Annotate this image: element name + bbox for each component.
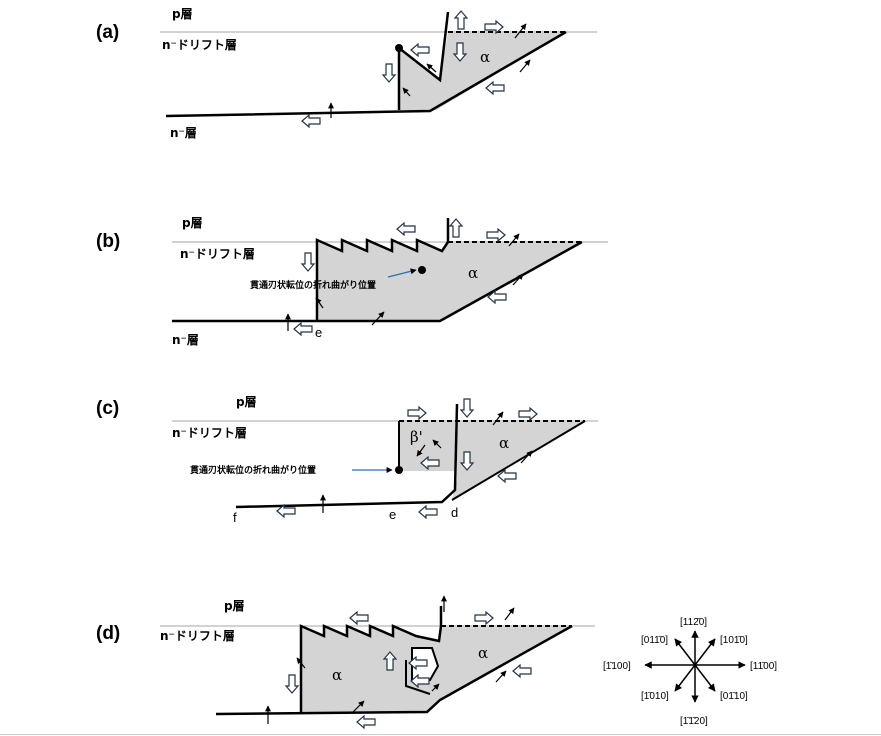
panel-c-region-beta: β': [410, 428, 423, 446]
panel-b-annotation: 貫通刃状転位の折れ曲がり位置: [250, 279, 376, 291]
panel-c-annotation: 貫通刃状転位の折れ曲がり位置: [190, 464, 316, 476]
direction-up-right: [101̄0]: [720, 635, 748, 646]
panel-c-label: (c): [96, 398, 119, 419]
panel-b-region-alpha: α: [468, 264, 478, 282]
direction-down-left: [1̄010]: [641, 691, 669, 702]
panel-c-drift-layer: n⁻ドリフト層: [172, 426, 247, 440]
panel-c-region-alpha: α: [499, 434, 509, 452]
panel-d-region-alpha-right: α: [478, 644, 488, 662]
panel-c-point-d: d: [451, 505, 458, 520]
panel-c: (c) p層 n⁻ドリフト層 貫通刃状転位の折れ曲がり位置 α β' f e d: [96, 395, 598, 525]
panel-d-drift-layer: n⁻ドリフト層: [160, 629, 235, 643]
panel-b-n-layer: n⁻層: [172, 333, 199, 347]
panel-b-p-layer: p層: [182, 216, 203, 230]
panel-a-n-layer: n⁻層: [170, 126, 197, 140]
panel-a: (a) p層 n⁻ドリフト層 n⁻層 α: [96, 7, 597, 140]
panel-b-point-e: e: [315, 325, 322, 340]
panel-c-point-f: f: [233, 510, 237, 525]
direction-down: [1̄1̄20]: [680, 716, 708, 727]
direction-up: [112̄0]: [680, 617, 707, 628]
panel-a-label: (a): [96, 22, 119, 43]
panel-d-region-alpha-left: α: [332, 666, 342, 684]
direction-up-left: [011̄0]: [641, 635, 668, 646]
panel-d-label: (d): [96, 623, 120, 644]
panel-b-drift-layer: n⁻ドリフト層: [180, 247, 255, 261]
panel-a-region-alpha: α: [480, 48, 490, 66]
panel-a-p-layer: p層: [172, 7, 193, 21]
panel-a-drift-layer: n⁻ドリフト層: [162, 38, 237, 52]
panel-b-label: (b): [96, 231, 120, 252]
bottom-rule: [0, 734, 881, 735]
panel-b: (b) p層 n⁻ドリフト層 n⁻層 貫通刃状転位の折れ曲がり位置 α e: [96, 216, 608, 347]
direction-down-right: [01̄10]: [720, 691, 748, 702]
panel-d: (d) p層 n⁻ドリフト層 α α: [96, 595, 595, 729]
direction-key: [112̄0] [1̄1̄20] [1̄100] [11̄00] [011̄0]…: [603, 617, 777, 727]
panel-d-p-layer: p層: [224, 599, 245, 613]
panel-c-point-e: e: [389, 507, 396, 522]
direction-right: [11̄00]: [750, 661, 777, 672]
panel-c-p-layer: p層: [236, 395, 257, 409]
direction-left: [1̄100]: [603, 661, 631, 672]
